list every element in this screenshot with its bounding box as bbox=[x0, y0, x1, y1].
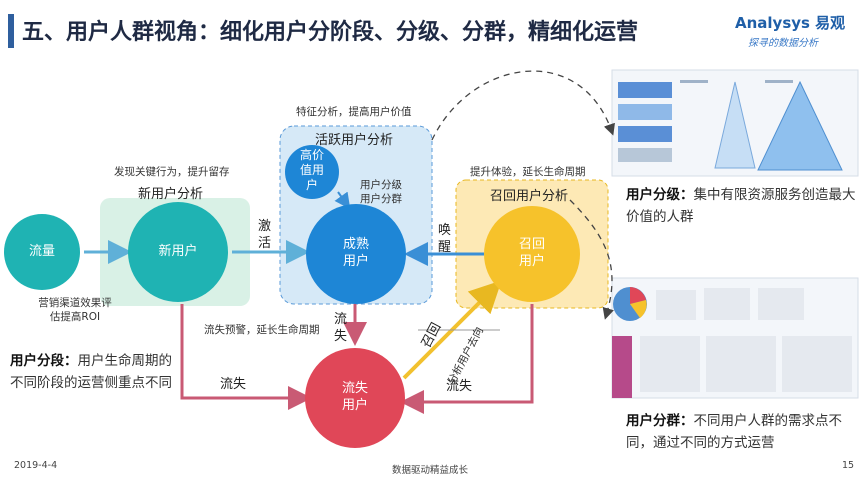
traffic-label: 流量 bbox=[28, 244, 55, 259]
mature-user-circle bbox=[306, 204, 406, 304]
brand-logo: Analysys 易观 bbox=[735, 14, 846, 32]
new-user-circle bbox=[128, 202, 228, 302]
arrow-churn-recall bbox=[402, 280, 502, 380]
user-tier-thumbnail bbox=[611, 69, 859, 177]
wake-edge-label: 唤醒 bbox=[438, 223, 452, 255]
high-value-circle bbox=[285, 145, 339, 199]
traffic-circle bbox=[4, 214, 80, 290]
stage-note: 用户分段：用户生命周期的不同阶段的运营侧重点不同 bbox=[10, 350, 172, 394]
user-group-thumbnail bbox=[611, 277, 859, 399]
churn-user-label: 流失用户 bbox=[341, 381, 368, 413]
tier-note-body: 集中有限资源服务创造最大价值的人群 bbox=[626, 187, 856, 225]
group-note-body: 不同用户人群的需求点不同，通过不同的方式运营 bbox=[626, 413, 842, 451]
title-accent bbox=[8, 14, 14, 48]
tier-note: 用户分级：集中有限资源服务创造最大价值的人群 bbox=[626, 184, 858, 228]
stage-note-head: 用户分段： bbox=[10, 353, 78, 369]
footer-date: 2019-4-4 bbox=[14, 460, 58, 471]
churn-right-edge-label: 流失 bbox=[446, 379, 473, 394]
page-title: 五、用户人群视角：细化用户分阶段、分级、分群，精细化运营 bbox=[22, 20, 639, 45]
group-note: 用户分群：不同用户人群的需求点不同，通过不同的方式运营 bbox=[626, 410, 858, 454]
high-value-label: 高价值用户 bbox=[299, 148, 324, 192]
arrow-new-churn bbox=[180, 304, 312, 410]
recall-user-circle bbox=[484, 206, 580, 302]
traffic-bottom-note: 营销渠道效果评估提高ROI bbox=[38, 297, 112, 323]
page-number: 15 bbox=[842, 460, 855, 471]
mature-user-label: 成熟用户 bbox=[342, 237, 369, 269]
new-box-title: 新用户分析 bbox=[138, 187, 204, 202]
churn-left-edge-label: 流失 bbox=[220, 377, 247, 392]
churn-mid-edge-label: 流失 bbox=[334, 312, 348, 344]
activate-edge-label: 激活 bbox=[258, 219, 272, 251]
brand-slogan: 探寻的数据分析 bbox=[748, 38, 818, 49]
new-top-note: 发现关键行为，提升留存 bbox=[114, 166, 230, 178]
dashed-link-top bbox=[431, 70, 615, 141]
stage-note-body: 用户生命周期的不同阶段的运营侧重点不同 bbox=[10, 353, 172, 391]
recall-top-note: 提升体验，延长生命周期 bbox=[470, 166, 586, 178]
active-box-title: 活跃用户分析 bbox=[315, 133, 394, 148]
churn-user-circle bbox=[305, 348, 405, 448]
active-top-note: 特征分析，提高用户价值 bbox=[296, 106, 412, 118]
footer-slogan: 数据驱动精益成长 bbox=[392, 465, 469, 476]
churn-top-note: 流失预警，延长生命周期 bbox=[204, 324, 320, 336]
recall-box-title: 召回用户分析 bbox=[490, 189, 569, 204]
tier-group-note: 用户分级用户分群 bbox=[360, 179, 402, 205]
dashed-link-bottom bbox=[569, 199, 614, 320]
recall-user-label: 召回用户 bbox=[518, 237, 545, 269]
arrow-highvalue-mature bbox=[334, 191, 351, 210]
arrow-recall-churn bbox=[400, 304, 534, 414]
tier-note-head: 用户分级： bbox=[626, 187, 694, 203]
group-note-head: 用户分群： bbox=[626, 413, 694, 429]
new-user-label: 新用户 bbox=[158, 244, 198, 259]
